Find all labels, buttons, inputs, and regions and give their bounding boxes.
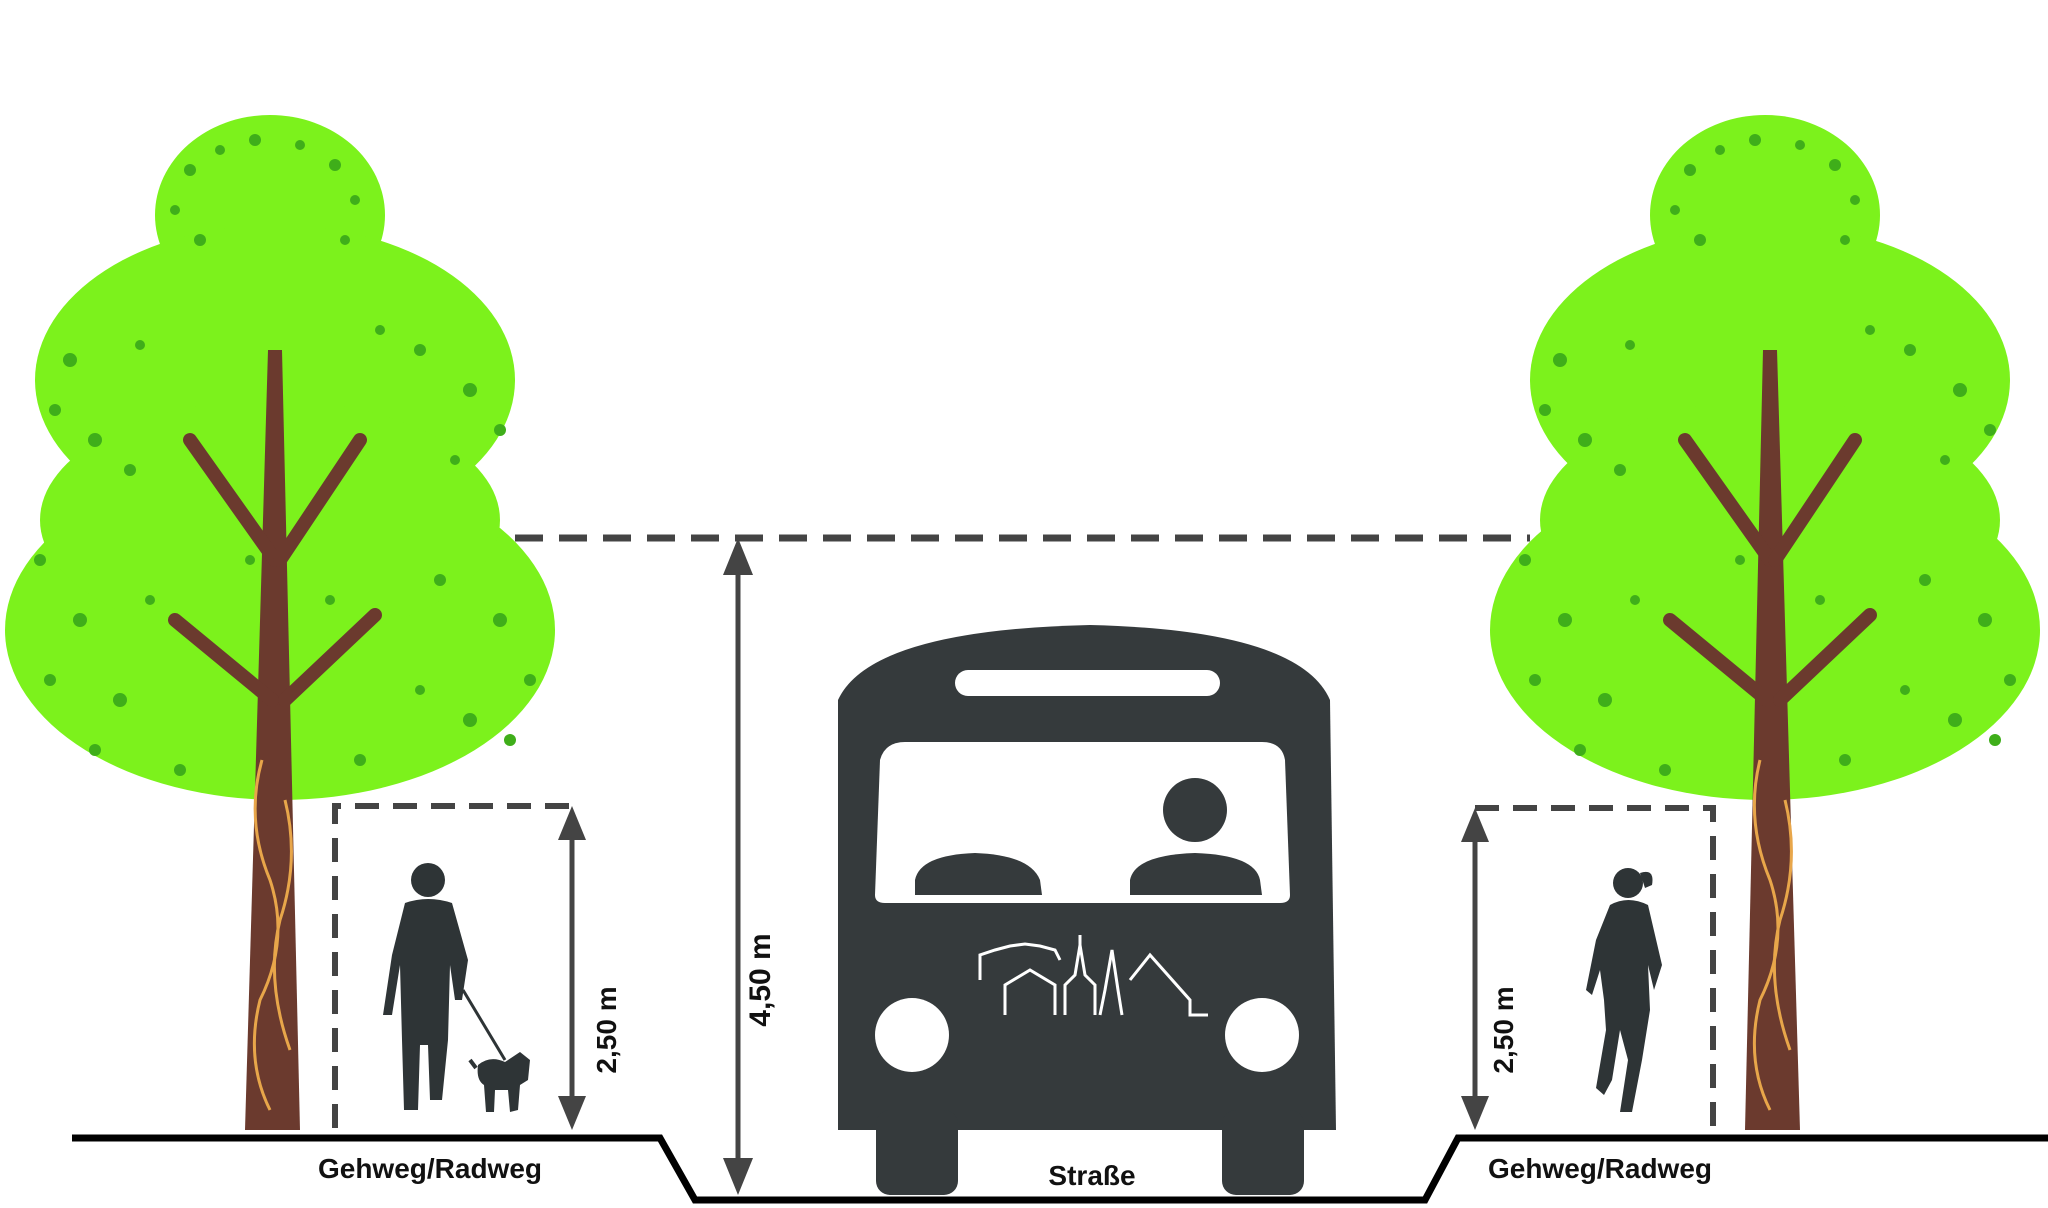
tree-left-icon xyxy=(5,115,555,1130)
sidewalk-left-clearance-label: 2,50 m xyxy=(591,986,622,1073)
bus-wheel-right xyxy=(1222,1110,1304,1195)
bus-destination-sign xyxy=(955,670,1220,696)
sidewalk-right-clearance-label: 2,50 m xyxy=(1488,986,1519,1073)
tree-right-icon xyxy=(1490,115,2040,1130)
bus-driver-head xyxy=(1163,778,1227,842)
ground-profile-line xyxy=(72,1134,2048,1204)
sidewalk-right-arrow-up-icon xyxy=(1461,808,1489,842)
sidewalk-left-clearance-box xyxy=(332,803,572,1128)
tree-left-trunk xyxy=(168,350,382,1130)
sidewalk-right-clearance-dimension: 2,50 m xyxy=(1461,805,1716,1130)
tree-right-dots xyxy=(1519,134,2016,776)
sidewalk-left-clearance-dimension: 2,50 m xyxy=(332,803,622,1130)
sidewalk-right-label: Gehweg/Radweg xyxy=(1488,1153,1712,1184)
road-clearance-arrow-down-icon xyxy=(723,1158,753,1195)
bus-driver-body xyxy=(1130,853,1262,895)
sidewalk-left-label: Gehweg/Radweg xyxy=(318,1153,542,1184)
bus-seat-left xyxy=(915,853,1042,895)
road-label: Straße xyxy=(1048,1160,1135,1191)
road-clearance-label: 4,50 m xyxy=(744,933,777,1026)
sidewalk-right-arrow-down-icon xyxy=(1461,1096,1489,1130)
bus-headlight-right xyxy=(1225,998,1299,1072)
sidewalk-left-arrow-down-icon xyxy=(558,1096,586,1130)
man-walking-dog-icon xyxy=(383,863,530,1112)
sidewalk-right-clearance-box xyxy=(1475,805,1716,1128)
woman-walking-icon xyxy=(1586,868,1662,1112)
road-clearance-dimension: 4,50 m xyxy=(515,534,1530,1195)
bus-wheel-left xyxy=(876,1110,958,1195)
tree-left-dots xyxy=(34,134,536,776)
sidewalk-left-arrow-up-icon xyxy=(558,806,586,840)
city-skyline-icon xyxy=(978,935,1208,1017)
tree-right-trunk xyxy=(1663,350,1877,1130)
bus-front-icon xyxy=(838,625,1336,1195)
road-clearance-arrow-up-icon xyxy=(723,538,753,575)
bus-headlight-left xyxy=(875,998,949,1072)
